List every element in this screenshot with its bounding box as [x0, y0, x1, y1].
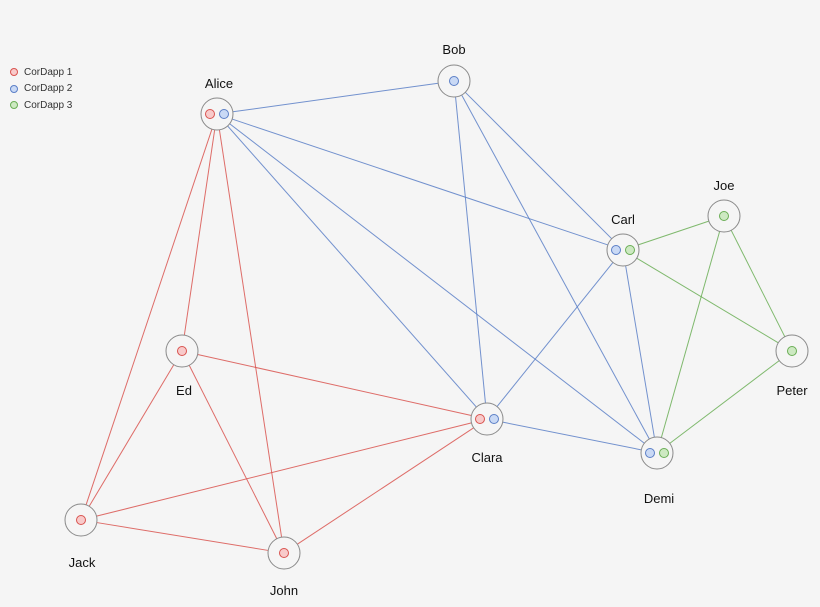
node-alice[interactable]: Alice [200, 76, 234, 131]
edge-ed-john [188, 365, 278, 539]
node-circle [470, 402, 504, 436]
cordapp-1-dot-icon [10, 68, 18, 77]
cordapp-2-dot-icon [219, 109, 229, 119]
edge-carl-peter [636, 257, 779, 344]
node-bob[interactable]: Bob [437, 42, 471, 98]
legend-item-cordapp-3: CorDapp 3 [10, 97, 72, 114]
node-demi[interactable]: Demi [640, 436, 674, 506]
edge-bob-carl [464, 91, 613, 240]
edge-alice-clara [227, 125, 477, 408]
node-label: John [270, 583, 298, 598]
legend-label: CorDapp 2 [24, 83, 73, 95]
cordapp-3-dot-icon [659, 448, 669, 458]
cordapp-3-dot-icon [10, 101, 18, 110]
node-label: Clara [471, 450, 503, 465]
edge-alice-bob [232, 82, 439, 113]
node-label: Joe [714, 178, 735, 193]
edge-peter-demi [669, 360, 780, 444]
legend-label: CorDapp 3 [24, 99, 73, 111]
edge-joe-peter [730, 230, 786, 337]
edge-carl-demi [625, 265, 655, 438]
cordapp-1-dot-icon [279, 548, 289, 558]
cordapp-2-dot-icon [645, 448, 655, 458]
node-label: Ed [176, 383, 192, 398]
node-clara[interactable]: Clara [470, 402, 504, 465]
cordapp-2-dot-icon [611, 245, 621, 255]
legend: CorDapp 1 CorDapp 2 CorDapp 3 [10, 64, 72, 114]
node-circle [200, 97, 234, 131]
edge-alice-john [218, 129, 283, 538]
edge-joe-demi [660, 231, 721, 438]
node-circle [606, 233, 640, 267]
edge-alice-ed [183, 129, 216, 336]
edge-clara-demi [502, 421, 642, 451]
node-circle [640, 436, 674, 470]
cordapp-1-dot-icon [475, 414, 485, 424]
node-peter[interactable]: Peter [775, 334, 809, 398]
node-carl[interactable]: Carl [606, 212, 640, 267]
edge-ed-jack [88, 364, 175, 507]
node-ed[interactable]: Ed [165, 334, 199, 398]
node-john[interactable]: John [267, 536, 301, 598]
node-label: Alice [205, 76, 233, 91]
cordapp-3-dot-icon [625, 245, 635, 255]
cordapp-2-dot-icon [10, 84, 18, 93]
node-label: Demi [644, 491, 674, 506]
cordapp-1-dot-icon [76, 515, 86, 525]
edge-alice-jack [85, 129, 213, 505]
legend-item-cordapp-1: CorDapp 1 [10, 64, 72, 81]
edge-bob-clara [455, 96, 486, 404]
edge-carl-clara [496, 262, 614, 407]
node-label: Bob [442, 42, 465, 57]
cordapp-1-dot-icon [177, 346, 187, 356]
node-label: Jack [69, 555, 96, 570]
node-label: Peter [776, 383, 808, 398]
node-label: Carl [611, 212, 635, 227]
edge-john-clara [297, 427, 474, 545]
cordapp-2-dot-icon [489, 414, 499, 424]
cordapp-2-dot-icon [449, 76, 459, 86]
legend-item-cordapp-2: CorDapp 2 [10, 81, 72, 98]
edge-bob-demi [461, 94, 650, 440]
edge-jack-clara [96, 422, 472, 517]
edge-ed-clara [197, 353, 472, 417]
edge-carl-joe [638, 220, 709, 246]
edge-alice-demi [229, 123, 645, 444]
node-joe[interactable]: Joe [707, 178, 741, 233]
edge-jack-john [96, 522, 269, 551]
node-jack[interactable]: Jack [64, 503, 98, 570]
cordapp-3-dot-icon [787, 346, 797, 356]
legend-label: CorDapp 1 [24, 66, 73, 78]
edges-layer [85, 82, 786, 551]
cordapp-1-dot-icon [205, 109, 215, 119]
edge-alice-carl [232, 118, 608, 246]
cordapp-3-dot-icon [719, 211, 729, 221]
